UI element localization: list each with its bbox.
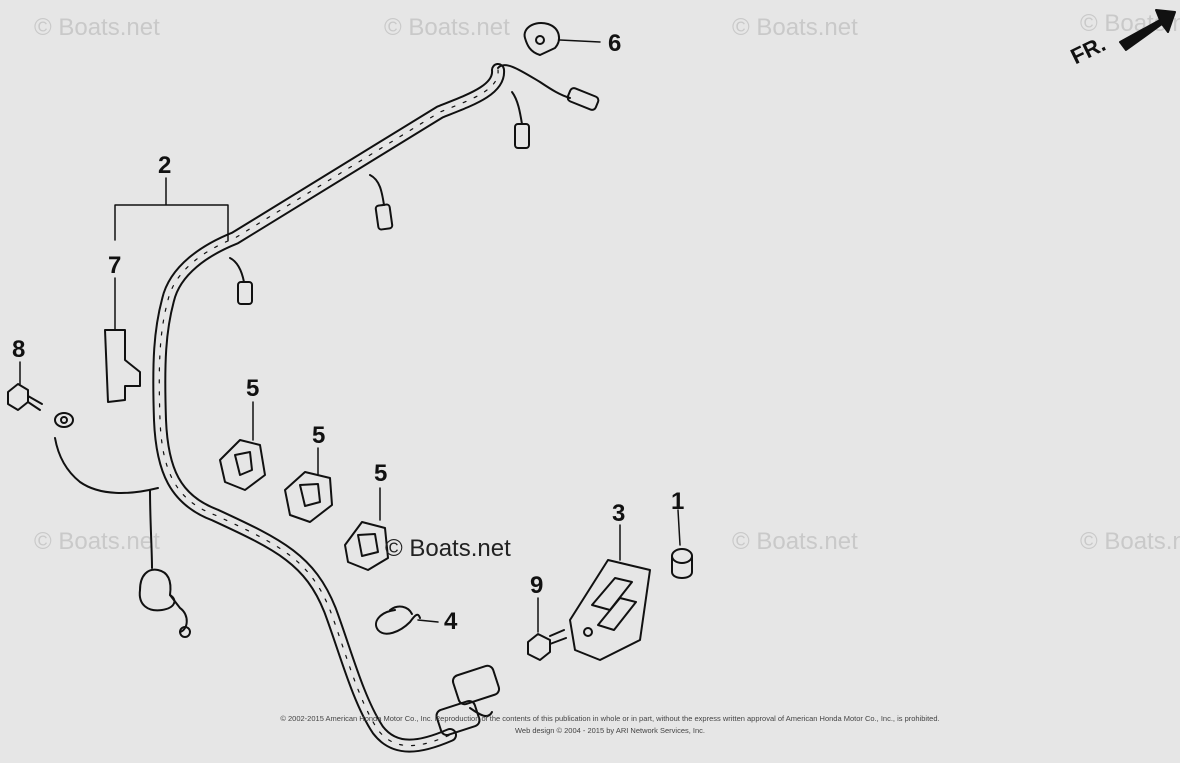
center-brand-mark: © Boats.net	[385, 535, 511, 562]
front-direction-arrow	[1119, 9, 1176, 51]
watermark-top-2: © Boats.net	[384, 14, 510, 41]
callout-3: 3	[612, 500, 626, 527]
part-9-bolt	[527, 629, 567, 661]
watermark-top-1: © Boats.net	[34, 14, 160, 41]
callout-1: 1	[671, 488, 685, 515]
part-5-clip-a	[219, 439, 266, 491]
copyright-line-1: © 2002-2015 American Honda Motor Co., In…	[280, 714, 940, 723]
watermark-top-3: © Boats.net	[732, 14, 858, 41]
callout-6: 6	[608, 30, 622, 57]
part-3-plate	[569, 559, 651, 661]
watermark-mid-3: © Boats.net	[732, 528, 858, 555]
main-harness	[152, 63, 505, 753]
callout-4: 4	[444, 608, 458, 635]
leader-lines	[19, 39, 681, 633]
part-8-bolt	[7, 383, 43, 411]
bottom-connectors	[435, 664, 501, 736]
ground-branch	[54, 412, 191, 638]
part-5-clip-b	[284, 471, 333, 523]
watermark-mid-4: © Boats.net	[1080, 528, 1180, 555]
callout-2: 2	[158, 152, 172, 179]
watermark-mid-1: © Boats.net	[34, 528, 160, 555]
part-1-collar	[671, 548, 693, 579]
part-5-clip-c	[344, 521, 389, 571]
branch-connectors	[229, 64, 600, 305]
copyright-line-2: Web design © 2004 - 2015 by ARI Network …	[514, 726, 706, 735]
callout-9: 9	[530, 572, 544, 599]
part-6-clamp	[523, 22, 561, 56]
callout-5b: 5	[312, 422, 326, 449]
part-4-clip	[375, 605, 421, 635]
part-7-bracket	[104, 329, 141, 403]
callout-5a: 5	[246, 375, 260, 402]
callout-5c: 5	[374, 460, 388, 487]
callout-8: 8	[12, 336, 26, 363]
callout-7: 7	[108, 252, 122, 279]
